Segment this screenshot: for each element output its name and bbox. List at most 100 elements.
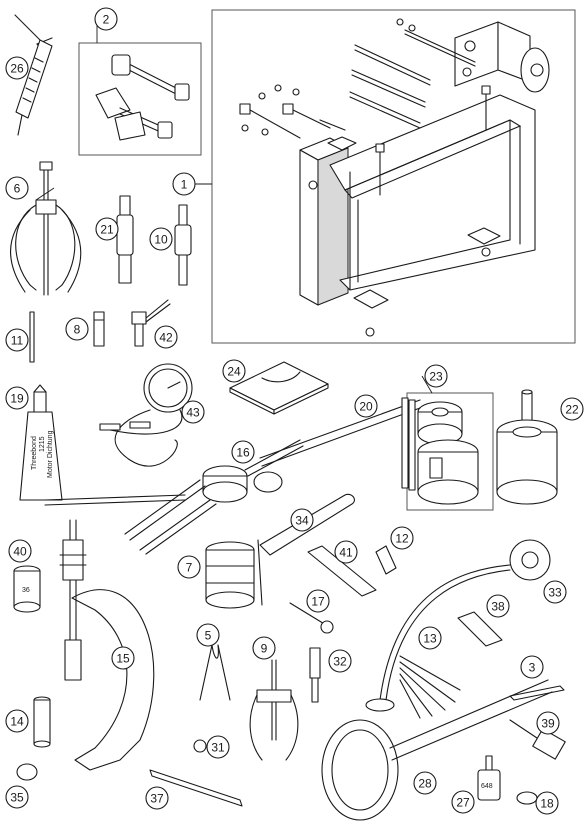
callout-circle bbox=[5, 785, 29, 809]
callout-circle bbox=[354, 394, 378, 418]
callout-28: 28 bbox=[413, 771, 437, 795]
leader-lines bbox=[35, 19, 433, 394]
callout-15: 15 bbox=[111, 646, 135, 670]
check-valve-fitting bbox=[131, 299, 171, 347]
callout-number: 38 bbox=[491, 600, 505, 614]
callout-6: 6 bbox=[5, 176, 29, 200]
callout-7: 7 bbox=[177, 555, 201, 579]
callout-41: 41 bbox=[334, 540, 358, 564]
callout-number: 1 bbox=[181, 178, 188, 192]
callout-number: 26 bbox=[10, 62, 24, 76]
callout-38: 38 bbox=[486, 594, 510, 618]
callout-circle bbox=[334, 540, 358, 564]
callout-number: 18 bbox=[540, 797, 554, 811]
callout-number: 41 bbox=[339, 546, 353, 560]
callout-number: 6 bbox=[14, 182, 21, 196]
callout-circle bbox=[206, 735, 230, 759]
valve-insert-tool bbox=[93, 311, 105, 347]
callout-27: 27 bbox=[451, 790, 475, 814]
callout-circle bbox=[424, 364, 448, 388]
callout-number: 9 bbox=[261, 642, 268, 656]
callout-32: 32 bbox=[328, 649, 352, 673]
callout-2: 2 bbox=[94, 7, 118, 31]
callout-number: 23 bbox=[429, 370, 443, 384]
callout-circle bbox=[65, 317, 89, 341]
callout-circle bbox=[154, 325, 178, 349]
tube-label-a: Threebond bbox=[31, 436, 38, 470]
callout-circle bbox=[520, 655, 544, 679]
sleeve-12 bbox=[375, 545, 397, 575]
callout-number: 42 bbox=[159, 331, 173, 345]
callout-20: 20 bbox=[354, 394, 378, 418]
callout-circle bbox=[5, 56, 29, 80]
callout-number: 16 bbox=[236, 446, 250, 460]
callout-circle bbox=[5, 176, 29, 200]
callout-number: 7 bbox=[186, 561, 193, 575]
support-plate bbox=[229, 361, 329, 415]
mandrel-41 bbox=[307, 545, 377, 597]
callout-circle bbox=[328, 649, 352, 673]
callout-circle bbox=[222, 359, 246, 383]
callout-number: 43 bbox=[186, 406, 200, 420]
group-frame-item-1 bbox=[211, 9, 576, 344]
circlip-pliers bbox=[199, 644, 231, 701]
callout-circle bbox=[149, 227, 173, 251]
callout-42: 42 bbox=[154, 325, 178, 349]
callout-number: 20 bbox=[359, 400, 373, 414]
callout-17: 17 bbox=[306, 589, 330, 613]
pressure-gauge bbox=[99, 363, 193, 467]
callout-33: 33 bbox=[543, 580, 567, 604]
callout-circle bbox=[5, 386, 29, 410]
callout-number: 37 bbox=[150, 792, 164, 806]
callout-19: 19 bbox=[5, 386, 29, 410]
callout-number: 22 bbox=[565, 403, 579, 417]
callout-circle bbox=[5, 709, 29, 733]
callout-23: 23 bbox=[424, 364, 448, 388]
callout-10: 10 bbox=[149, 227, 173, 251]
callout-circle bbox=[111, 646, 135, 670]
tube-label-b: 1215 bbox=[39, 436, 46, 452]
feeler-gauge bbox=[399, 655, 461, 719]
callout-circle bbox=[94, 7, 118, 31]
drift-38 bbox=[457, 611, 503, 647]
screw-17 bbox=[289, 602, 334, 634]
callout-13: 13 bbox=[418, 626, 442, 650]
callout-24: 24 bbox=[222, 359, 246, 383]
engine-stand bbox=[239, 18, 550, 337]
callout-37: 37 bbox=[145, 786, 169, 810]
loctite-bottle: 648 bbox=[477, 755, 501, 801]
callout-circle bbox=[560, 397, 584, 421]
callout-14: 14 bbox=[5, 709, 29, 733]
callout-3: 3 bbox=[520, 655, 544, 679]
callout-number: 33 bbox=[548, 586, 562, 600]
adapter-32 bbox=[309, 647, 321, 703]
callout-number: 21 bbox=[100, 223, 114, 237]
callout-8: 8 bbox=[65, 317, 89, 341]
callout-circle bbox=[8, 539, 32, 563]
callout-number: 5 bbox=[205, 629, 212, 643]
adapter-set bbox=[95, 54, 190, 141]
t-handle-puller bbox=[44, 439, 304, 555]
press-sleeve-set bbox=[417, 401, 479, 505]
extractor-rod bbox=[116, 195, 134, 284]
callout-18: 18 bbox=[535, 791, 559, 815]
callout-circle bbox=[451, 790, 475, 814]
callout-12: 12 bbox=[390, 526, 414, 550]
callout-circle bbox=[536, 711, 560, 735]
callout-number: 40 bbox=[13, 545, 27, 559]
callout-number: 27 bbox=[456, 796, 470, 810]
callout-1: 1 bbox=[172, 172, 196, 196]
tube-label-c: Motor Dichtung bbox=[47, 430, 54, 478]
pin-punch bbox=[29, 311, 35, 363]
callout-number: 28 bbox=[418, 777, 432, 791]
callout-9: 9 bbox=[252, 636, 276, 660]
callout-31: 31 bbox=[206, 735, 230, 759]
shim-strip bbox=[509, 685, 565, 701]
callout-circle bbox=[181, 400, 205, 424]
callout-40: 40 bbox=[8, 539, 32, 563]
callout-5: 5 bbox=[196, 623, 220, 647]
callout-35: 35 bbox=[5, 785, 29, 809]
callout-circle bbox=[543, 580, 567, 604]
bearing-puller bbox=[10, 161, 82, 296]
